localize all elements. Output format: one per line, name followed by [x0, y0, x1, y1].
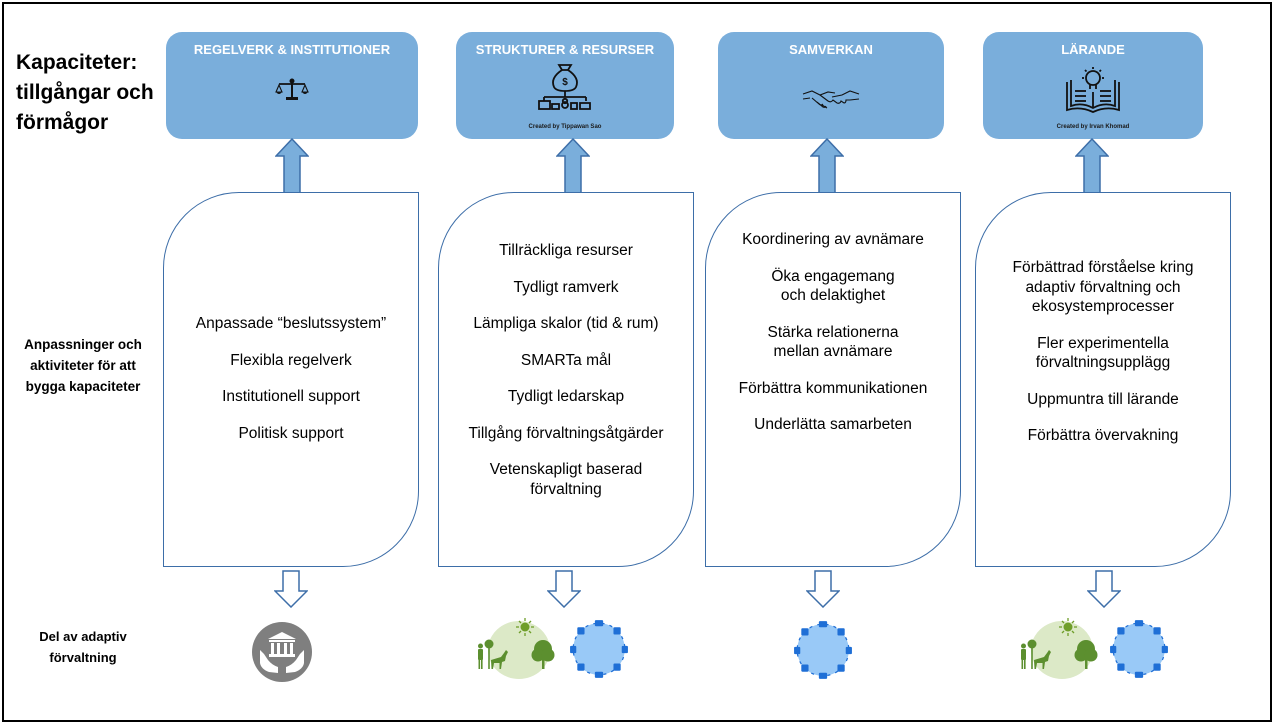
activity-item: Flexibla regelverk: [230, 351, 352, 369]
row-label-capacities: Kapaciteter: tillgångar och förmågor: [16, 48, 166, 138]
down-arrow-icon: [547, 570, 581, 608]
ecosystem-icon: [477, 617, 556, 680]
icon-credit: Created by Irvan Khomad: [1056, 124, 1130, 130]
row-label-line: aktiviteter för att: [30, 358, 136, 373]
activity-item: Institutionell support: [222, 388, 360, 405]
handshake-icon: [802, 90, 860, 109]
row-label-line: Anpassninger och: [24, 337, 142, 352]
down-arrow-icon: [806, 570, 840, 608]
ecosystem-icon: [1020, 617, 1099, 680]
activity-item: Koordinering av avnämare: [742, 231, 924, 248]
capacity-title: STRUKTURER & RESURSER: [475, 42, 655, 57]
capacity-box-structures: STRUKTURER & RESURSER $ Created by Tippa…: [456, 32, 674, 139]
capacity-box-learning: LÄRANDE Created by Irvan Khomad: [983, 32, 1203, 139]
row-label-line: bygga kapaciteter: [25, 379, 141, 394]
cycle-icon: [569, 619, 629, 679]
book-lightbulb-icon: [1066, 67, 1120, 113]
activity-item: Politisk support: [238, 424, 344, 442]
row-label-activities: Anpassninger och aktiviteter för att byg…: [8, 334, 158, 397]
capacity-title: SAMVERKAN: [789, 42, 873, 57]
row-label-line: Del av adaptiv: [39, 629, 127, 644]
cycle-icon: [793, 620, 853, 680]
institution-hands-icon: [252, 622, 312, 682]
row-label-line: förvaltning: [49, 650, 117, 665]
cycle-icon: [1109, 619, 1169, 679]
up-arrow-icon: [810, 138, 844, 194]
up-arrow-icon: [1075, 138, 1109, 194]
activity-item: Tillgång förvaltningsåtgärder: [468, 424, 664, 442]
activity-item: Förbättra kommunikationen: [738, 379, 928, 397]
activity-item: Anpassade “beslutssystem”: [195, 315, 387, 332]
row-label-adaptive: Del av adaptiv förvaltning: [8, 626, 158, 668]
svg-text:$: $: [562, 77, 568, 88]
activity-item: Underlätta samarbeten: [754, 416, 912, 433]
down-arrow-icon: [1087, 570, 1121, 608]
up-arrow-icon: [556, 138, 590, 194]
activity-item: Uppmuntra till lärande: [1027, 390, 1179, 408]
activity-list: Anpassade “beslutssystem” Flexibla regel…: [164, 314, 418, 460]
activities-card-regulations: Anpassade “beslutssystem” Flexibla regel…: [163, 192, 419, 567]
activity-item: Tydligt ramverk: [513, 278, 619, 296]
down-arrow-icon: [274, 570, 308, 608]
activity-list: Tillräckliga resurser Tydligt ramverk Lä…: [439, 241, 693, 516]
capacity-box-regulations: REGELVERK & INSTITUTIONER: [166, 32, 418, 139]
activities-card-structures: Tillräckliga resurser Tydligt ramverk Lä…: [438, 192, 694, 567]
activity-item: Tydligt ledarskap: [507, 388, 625, 405]
row-label-line: tillgångar och: [16, 81, 154, 104]
money-bag-network-icon: $: [538, 64, 591, 110]
activity-item: Tillräckliga resurser: [499, 242, 633, 259]
capacity-box-collaboration: SAMVERKAN: [718, 32, 944, 139]
row-label-line: förmågor: [16, 111, 109, 134]
scales-of-justice-icon: [275, 78, 309, 100]
icon-credit: Created by Tippawan Sao: [528, 124, 602, 130]
row-label-line: Kapaciteter:: [16, 51, 138, 74]
up-arrow-icon: [275, 138, 309, 194]
activity-item: SMARTa mål: [520, 351, 612, 369]
activity-item: Lämpliga skalor (tid & rum): [473, 315, 659, 332]
capacity-title: REGELVERK & INSTITUTIONER: [193, 42, 391, 57]
capacity-title: LÄRANDE: [1061, 42, 1125, 57]
activity-item: Förbättra övervakning: [1027, 427, 1179, 444]
